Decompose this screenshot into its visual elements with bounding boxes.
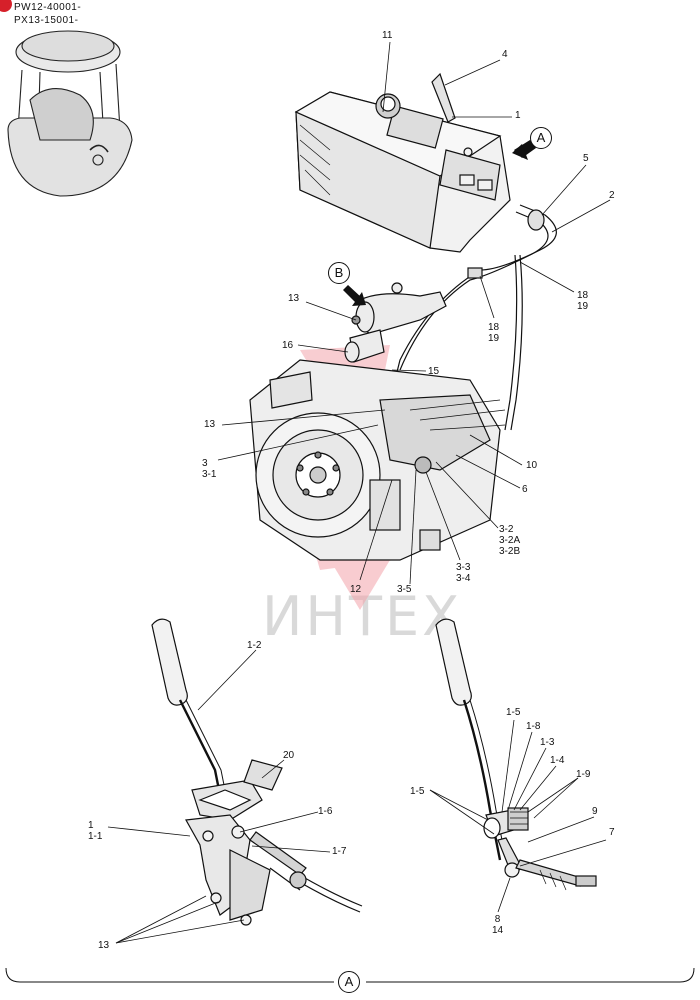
callout-10: 10 — [526, 460, 538, 471]
callout-1-4: 1-4 — [550, 755, 565, 766]
callout-1: 1 — [515, 110, 521, 121]
callout-3-3-3-4: 3-3 3-4 — [456, 562, 471, 584]
callout-8-14: 8 14 — [492, 914, 504, 936]
callout-3-3-1: 3 3-1 — [202, 458, 217, 480]
callout-2: 2 — [609, 190, 615, 201]
serial-range-2: PX13-15001- — [14, 15, 79, 26]
callout-13-c: 13 — [98, 940, 110, 951]
callout-13-b: 13 — [204, 419, 216, 430]
callout-5: 5 — [583, 153, 589, 164]
callout-1-2: 1-2 — [247, 640, 262, 651]
view-a-marker: A — [530, 127, 552, 149]
operator-console — [294, 72, 511, 253]
callout-9: 9 — [592, 806, 598, 817]
cylinder-assembly — [344, 282, 447, 363]
callout-1-1-1: 1 1-1 — [88, 820, 103, 842]
serial-range-1: PW12-40001- — [14, 2, 82, 13]
callout-1-3: 1-3 — [540, 737, 555, 748]
callout-3-2: 3-2 3-2A 3-2B — [499, 524, 521, 557]
callout-1-5-top: 1-5 — [506, 707, 521, 718]
callout-18-19-b: 18 19 — [488, 322, 500, 344]
callout-1-8: 1-8 — [526, 721, 541, 732]
view-arrows — [343, 140, 536, 306]
engine-block — [249, 359, 506, 561]
callout-20: 20 — [283, 750, 295, 761]
callout-11: 11 — [382, 30, 393, 41]
leader-lines-lower-left — [107, 649, 331, 944]
callout-1-6: 1-6 — [318, 806, 333, 817]
view-b-marker: B — [328, 262, 350, 284]
view-a-bottom-marker: A — [338, 971, 360, 993]
callout-13-a: 13 — [288, 293, 300, 304]
lever-assembly-right — [435, 618, 597, 891]
lever-assembly-left — [151, 618, 363, 926]
red-badge — [0, 0, 12, 12]
view-a-bracket — [5, 967, 695, 983]
leader-lines-upper — [217, 41, 611, 585]
callout-6: 6 — [522, 484, 528, 495]
callout-15: 15 — [428, 366, 440, 377]
leader-lines-lower-right — [429, 719, 607, 913]
callout-18-19-a: 18 19 — [577, 290, 589, 312]
machine-thumbnail — [7, 30, 133, 197]
callout-1-7: 1-7 — [332, 846, 347, 857]
callout-7: 7 — [609, 827, 615, 838]
callout-3-5: 3-5 — [397, 584, 412, 595]
callout-16: 16 — [282, 340, 294, 351]
callout-1-5-left: 1-5 — [410, 786, 425, 797]
callout-1-9: 1-9 — [576, 769, 591, 780]
callout-12: 12 — [350, 584, 362, 595]
callout-4: 4 — [502, 49, 508, 60]
